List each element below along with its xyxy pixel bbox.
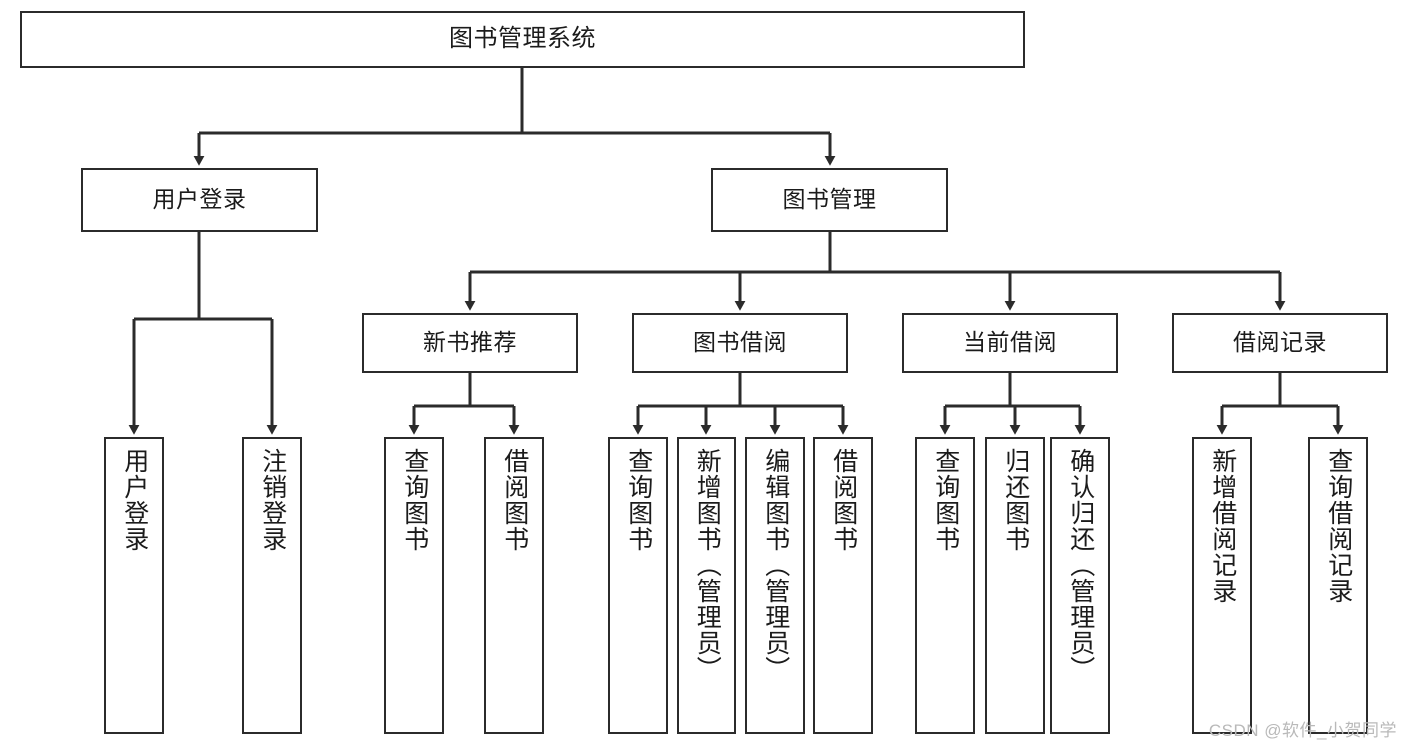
leaf-borrow-book-new[interactable]: 借阅图书 (484, 437, 544, 734)
leaf-borrow-book[interactable]: 借阅图书 (813, 437, 873, 734)
node-new-book-recommendation[interactable]: 新书推荐 (362, 313, 578, 373)
leaf-add-borrow-record[interactable]: 新增借阅记录 (1192, 437, 1252, 734)
leaf-query-book-borrow[interactable]: 查询图书 (608, 437, 668, 734)
leaf-user-login[interactable]: 用户登录 (104, 437, 164, 734)
node-borrowing-record[interactable]: 借阅记录 (1172, 313, 1388, 373)
node-label: 图书借阅 (693, 329, 787, 356)
node-label: 借阅图书 (500, 448, 529, 552)
node-book-management[interactable]: 图书管理 (711, 168, 948, 232)
leaf-query-book-current[interactable]: 查询图书 (915, 437, 975, 734)
node-label: 新书推荐 (423, 329, 517, 356)
node-label: 借阅记录 (1233, 329, 1327, 356)
leaf-confirm-return-admin[interactable]: 确认归还（管理员） (1050, 437, 1110, 734)
leaf-return-book[interactable]: 归还图书 (985, 437, 1045, 734)
node-user-login[interactable]: 用户登录 (81, 168, 318, 232)
node-label: 用户登录 (152, 186, 247, 213)
watermark: CSDN @软件_小贺同学 (1208, 721, 1397, 740)
node-root-book-management-system[interactable]: 图书管理系统 (20, 11, 1025, 68)
node-book-borrowing[interactable]: 图书借阅 (632, 313, 848, 373)
node-current-borrowing[interactable]: 当前借阅 (902, 313, 1118, 373)
node-label: 查询图书 (931, 448, 960, 552)
leaf-add-book-admin[interactable]: 新增图书（管理员） (677, 437, 736, 734)
node-label: 图书管理系统 (449, 25, 596, 53)
leaf-query-book-new[interactable]: 查询图书 (384, 437, 444, 734)
node-label: 查询图书 (624, 448, 653, 552)
node-label: 注销登录 (258, 448, 287, 552)
node-label: 图书管理 (782, 186, 877, 213)
node-label: 确认归还（管理员） (1066, 448, 1095, 682)
node-label: 新增借阅记录 (1208, 448, 1237, 604)
node-label: 查询图书 (400, 448, 429, 552)
leaf-logout[interactable]: 注销登录 (242, 437, 302, 734)
node-label: 查询借阅记录 (1324, 448, 1353, 604)
node-label: 当前借阅 (963, 329, 1057, 356)
node-label: 借阅图书 (829, 448, 858, 552)
node-label: 用户登录 (120, 448, 149, 552)
leaf-query-borrow-record[interactable]: 查询借阅记录 (1308, 437, 1368, 734)
leaf-edit-book-admin[interactable]: 编辑图书（管理员） (745, 437, 805, 734)
node-label: 新增图书（管理员） (693, 448, 722, 682)
node-label: 编辑图书（管理员） (761, 448, 790, 682)
node-label: 归还图书 (1001, 448, 1030, 552)
